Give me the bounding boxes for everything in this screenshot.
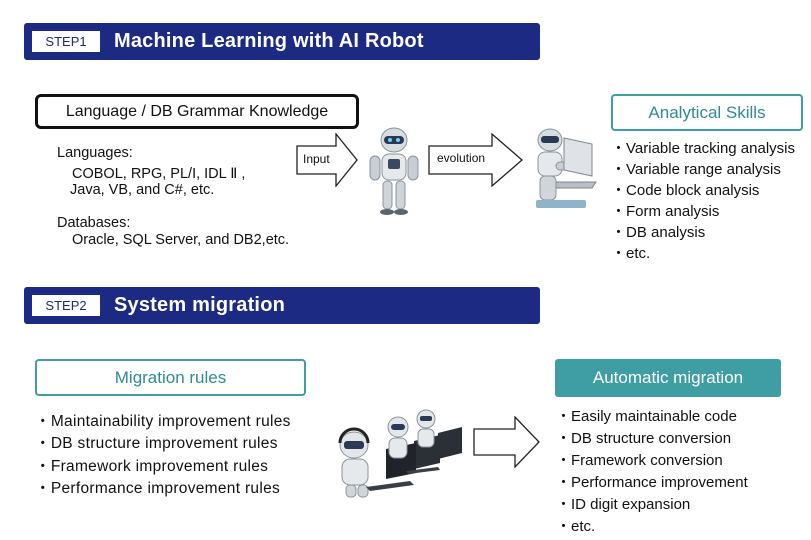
step2-banner: STEP2 System migration — [24, 287, 540, 324]
rule-item: Maintainability improvement rules — [35, 411, 291, 433]
robots-computers-icon — [338, 409, 462, 498]
knowledge-box: Language / DB Grammar Knowledge — [35, 94, 359, 129]
robot-icon — [369, 127, 419, 215]
skill-item: Code block analysis — [611, 180, 795, 201]
skill-item: Variable range analysis — [611, 159, 795, 180]
rules-list: Maintainability improvement rules DB str… — [35, 411, 291, 500]
outcomes-list: Easily maintainable code DB structure co… — [556, 406, 748, 538]
outcome-item: etc. — [556, 516, 748, 538]
skill-item: DB analysis — [611, 222, 795, 243]
databases-label: Databases: — [57, 215, 131, 231]
databases-line1: Oracle, SQL Server, and DB2,etc. — [72, 232, 290, 248]
outcome-item: Framework conversion — [556, 450, 748, 472]
skill-item: Form analysis — [611, 201, 795, 222]
input-label: Input — [303, 152, 330, 166]
languages-line1: COBOL, RPG, PL/I, IDL Ⅱ , — [72, 166, 246, 182]
languages-line2: Java, VB, and C#, etc. — [70, 182, 215, 198]
outcome-item: DB structure conversion — [556, 428, 748, 450]
step1-title: Machine Learning with AI Robot — [114, 30, 424, 52]
skill-item: etc. — [611, 243, 795, 264]
migration-arrow — [473, 416, 540, 468]
outcome-item: ID digit expansion — [556, 494, 748, 516]
outcome-item: Performance improvement — [556, 472, 748, 494]
rule-item: Framework improvement rules — [35, 456, 291, 478]
step1-badge: STEP1 — [32, 31, 100, 52]
skills-list: Variable tracking analysis Variable rang… — [611, 138, 795, 264]
automatic-migration-box: Automatic migration — [555, 359, 781, 397]
skill-item: Variable tracking analysis — [611, 138, 795, 159]
languages-label: Languages: — [57, 145, 133, 161]
step1-banner: STEP1 Machine Learning with AI Robot — [24, 23, 540, 60]
migration-rules-box: Migration rules — [35, 359, 306, 396]
input-arrow — [296, 133, 358, 187]
rule-item: Performance improvement rules — [35, 478, 291, 500]
robot-laptop-icon — [536, 128, 597, 208]
step2-title: System migration — [114, 294, 286, 316]
evolution-arrow — [428, 133, 523, 187]
evolution-label: evolution — [437, 151, 486, 165]
analytical-skills-box: Analytical Skills — [611, 94, 803, 131]
outcome-item: Easily maintainable code — [556, 406, 748, 428]
rule-item: DB structure improvement rules — [35, 433, 291, 455]
step2-badge: STEP2 — [32, 295, 100, 316]
